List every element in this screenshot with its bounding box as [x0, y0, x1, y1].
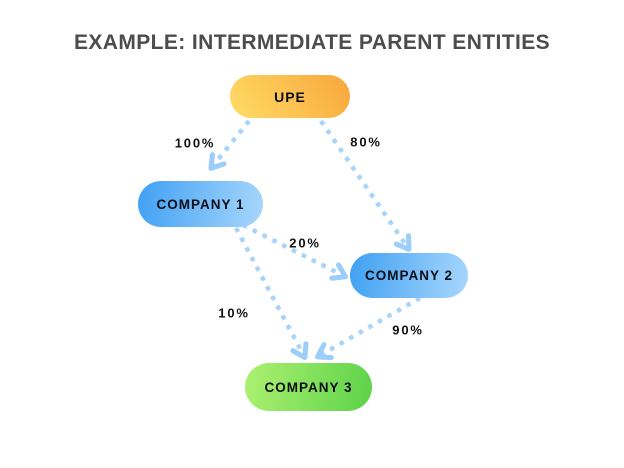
diagram-title: EXAMPLE: INTERMEDIATE PARENT ENTITIES — [73, 31, 551, 54]
edge-upe-to-company-1 — [212, 119, 251, 167]
node-company-1: COMPANY 1 — [138, 181, 263, 227]
node-company-2: COMPANY 2 — [350, 253, 468, 298]
edge-upe-to-company-2 — [319, 119, 408, 248]
ownership-percentage-upe-to-company-2: 80% — [350, 134, 382, 150]
edge-company-1-to-company-2 — [241, 222, 344, 276]
edge-company-2-to-company-3 — [319, 296, 422, 356]
ownership-percentage-company-1-to-company-3: 10% — [218, 305, 250, 321]
node-label-company-3: COMPANY 3 — [264, 379, 353, 395]
node-label-company-2: COMPANY 2 — [364, 268, 454, 283]
node-company-3: COMPANY 3 — [245, 363, 372, 411]
node-label-upe: UPE — [274, 88, 306, 105]
node-upe: UPE — [230, 75, 350, 118]
edge-company-1-to-company-3 — [234, 226, 304, 356]
ownership-percentage-company-1-to-company-2: 20% — [289, 235, 321, 251]
node-label-company-1: COMPANY 1 — [156, 196, 245, 212]
ownership-percentage-upe-to-company-1: 100% — [174, 135, 216, 151]
ownership-percentage-company-2-to-company-3: 90% — [392, 322, 424, 338]
